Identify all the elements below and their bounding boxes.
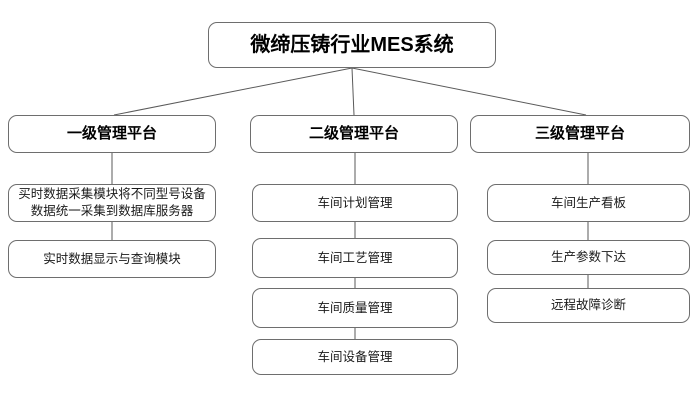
level3-platform-label: 三级管理平台 xyxy=(534,125,625,143)
remote-fault-diagnosis-node: 远程故障诊断 xyxy=(487,288,690,323)
level1-platform-node: 一级管理平台 xyxy=(8,115,216,153)
level2-platform-node: 二级管理平台 xyxy=(250,115,458,153)
workshop-quality-label: 车间质量管理 xyxy=(317,300,393,315)
workshop-plan-label: 车间计划管理 xyxy=(317,195,393,210)
connector-root-to-level1 xyxy=(113,67,353,116)
level1-platform-label: 一级管理平台 xyxy=(66,125,157,143)
workshop-quality-node: 车间质量管理 xyxy=(252,288,458,328)
level3-platform-node: 三级管理平台 xyxy=(470,115,690,153)
realtime-display-query-node: 实时数据显示与查询模块 xyxy=(8,240,216,278)
data-collection-module-label: 买时数据采集模块将不同型号设备数据统一采集到数据库服务器 xyxy=(18,187,206,218)
workshop-equipment-node: 车间设备管理 xyxy=(252,339,458,375)
connector-root-to-level3 xyxy=(351,67,587,116)
production-kanban-node: 车间生产看板 xyxy=(487,184,690,222)
data-collection-module-node: 买时数据采集模块将不同型号设备数据统一采集到数据库服务器 xyxy=(8,184,216,222)
connector-root-to-level2 xyxy=(351,67,355,116)
level2-platform-label: 二级管理平台 xyxy=(308,125,399,143)
root-node-label: 微缔压铸行业MES系统 xyxy=(250,34,454,56)
workshop-process-node: 车间工艺管理 xyxy=(252,238,458,278)
workshop-equipment-label: 车间设备管理 xyxy=(317,349,393,364)
workshop-plan-node: 车间计划管理 xyxy=(252,184,458,222)
remote-fault-diagnosis-label: 远程故障诊断 xyxy=(550,298,626,313)
root-node: 微缔压铸行业MES系统 xyxy=(208,22,496,68)
production-params-label: 生产参数下达 xyxy=(550,250,626,265)
production-params-node: 生产参数下达 xyxy=(487,240,690,275)
workshop-process-label: 车间工艺管理 xyxy=(317,250,393,265)
realtime-display-query-label: 实时数据显示与查询模块 xyxy=(43,251,181,266)
production-kanban-label: 车间生产看板 xyxy=(550,195,626,210)
